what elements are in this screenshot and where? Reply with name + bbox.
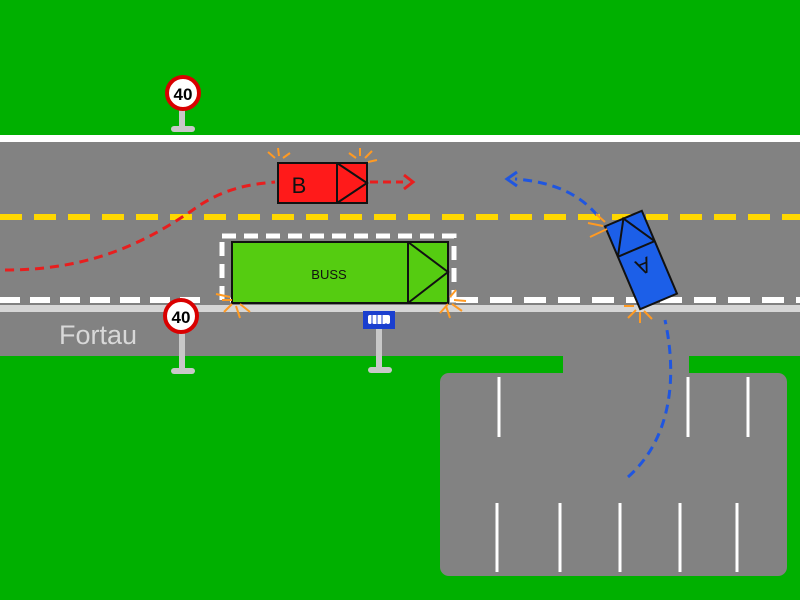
turn-signal-icon [267,147,378,163]
sign-post [179,106,185,128]
speed-limit-sign-bottom: 40 [163,298,199,374]
bus-label: BUSS [311,267,347,282]
bus-stop-sign [363,311,395,373]
arrow-head-icon [504,170,518,188]
road-edge-top [0,135,800,142]
sign-base [171,126,195,132]
turn-signal-icon [215,289,467,319]
sign-base [368,367,392,373]
car-b-body [277,162,368,204]
parking-lot [440,373,787,576]
car-b-label: B [292,173,307,198]
car-a-front-icon [616,216,656,257]
parking-stall-lines [495,377,750,572]
car-a-turn-path [514,177,599,216]
sign-post [179,330,185,370]
curb-line [0,305,800,312]
car-a: A [603,209,679,311]
bus-front-icon [407,241,450,304]
sign-base [171,368,195,374]
speed-limit-value: 40 [174,85,193,104]
turn-signal-icon [587,213,653,323]
speed-limit-sign-icon [163,298,199,334]
bus: BUSS [231,241,450,304]
arrow-head-icon [403,173,416,191]
car-b-path [4,180,276,272]
car-b-front-icon [336,162,369,204]
car-a-path [627,319,673,479]
bus-stop-zone [219,233,457,303]
speed-limit-sign-icon [165,75,201,111]
speed-limit-value: 40 [172,308,191,327]
bus-stop-sign-icon [363,311,395,329]
speed-limit-sign-top: 40 [165,75,201,132]
bus-body [231,241,449,304]
sign-post [376,328,382,370]
car-b: B [277,162,369,204]
sidewalk-label: Fortau [59,320,137,350]
